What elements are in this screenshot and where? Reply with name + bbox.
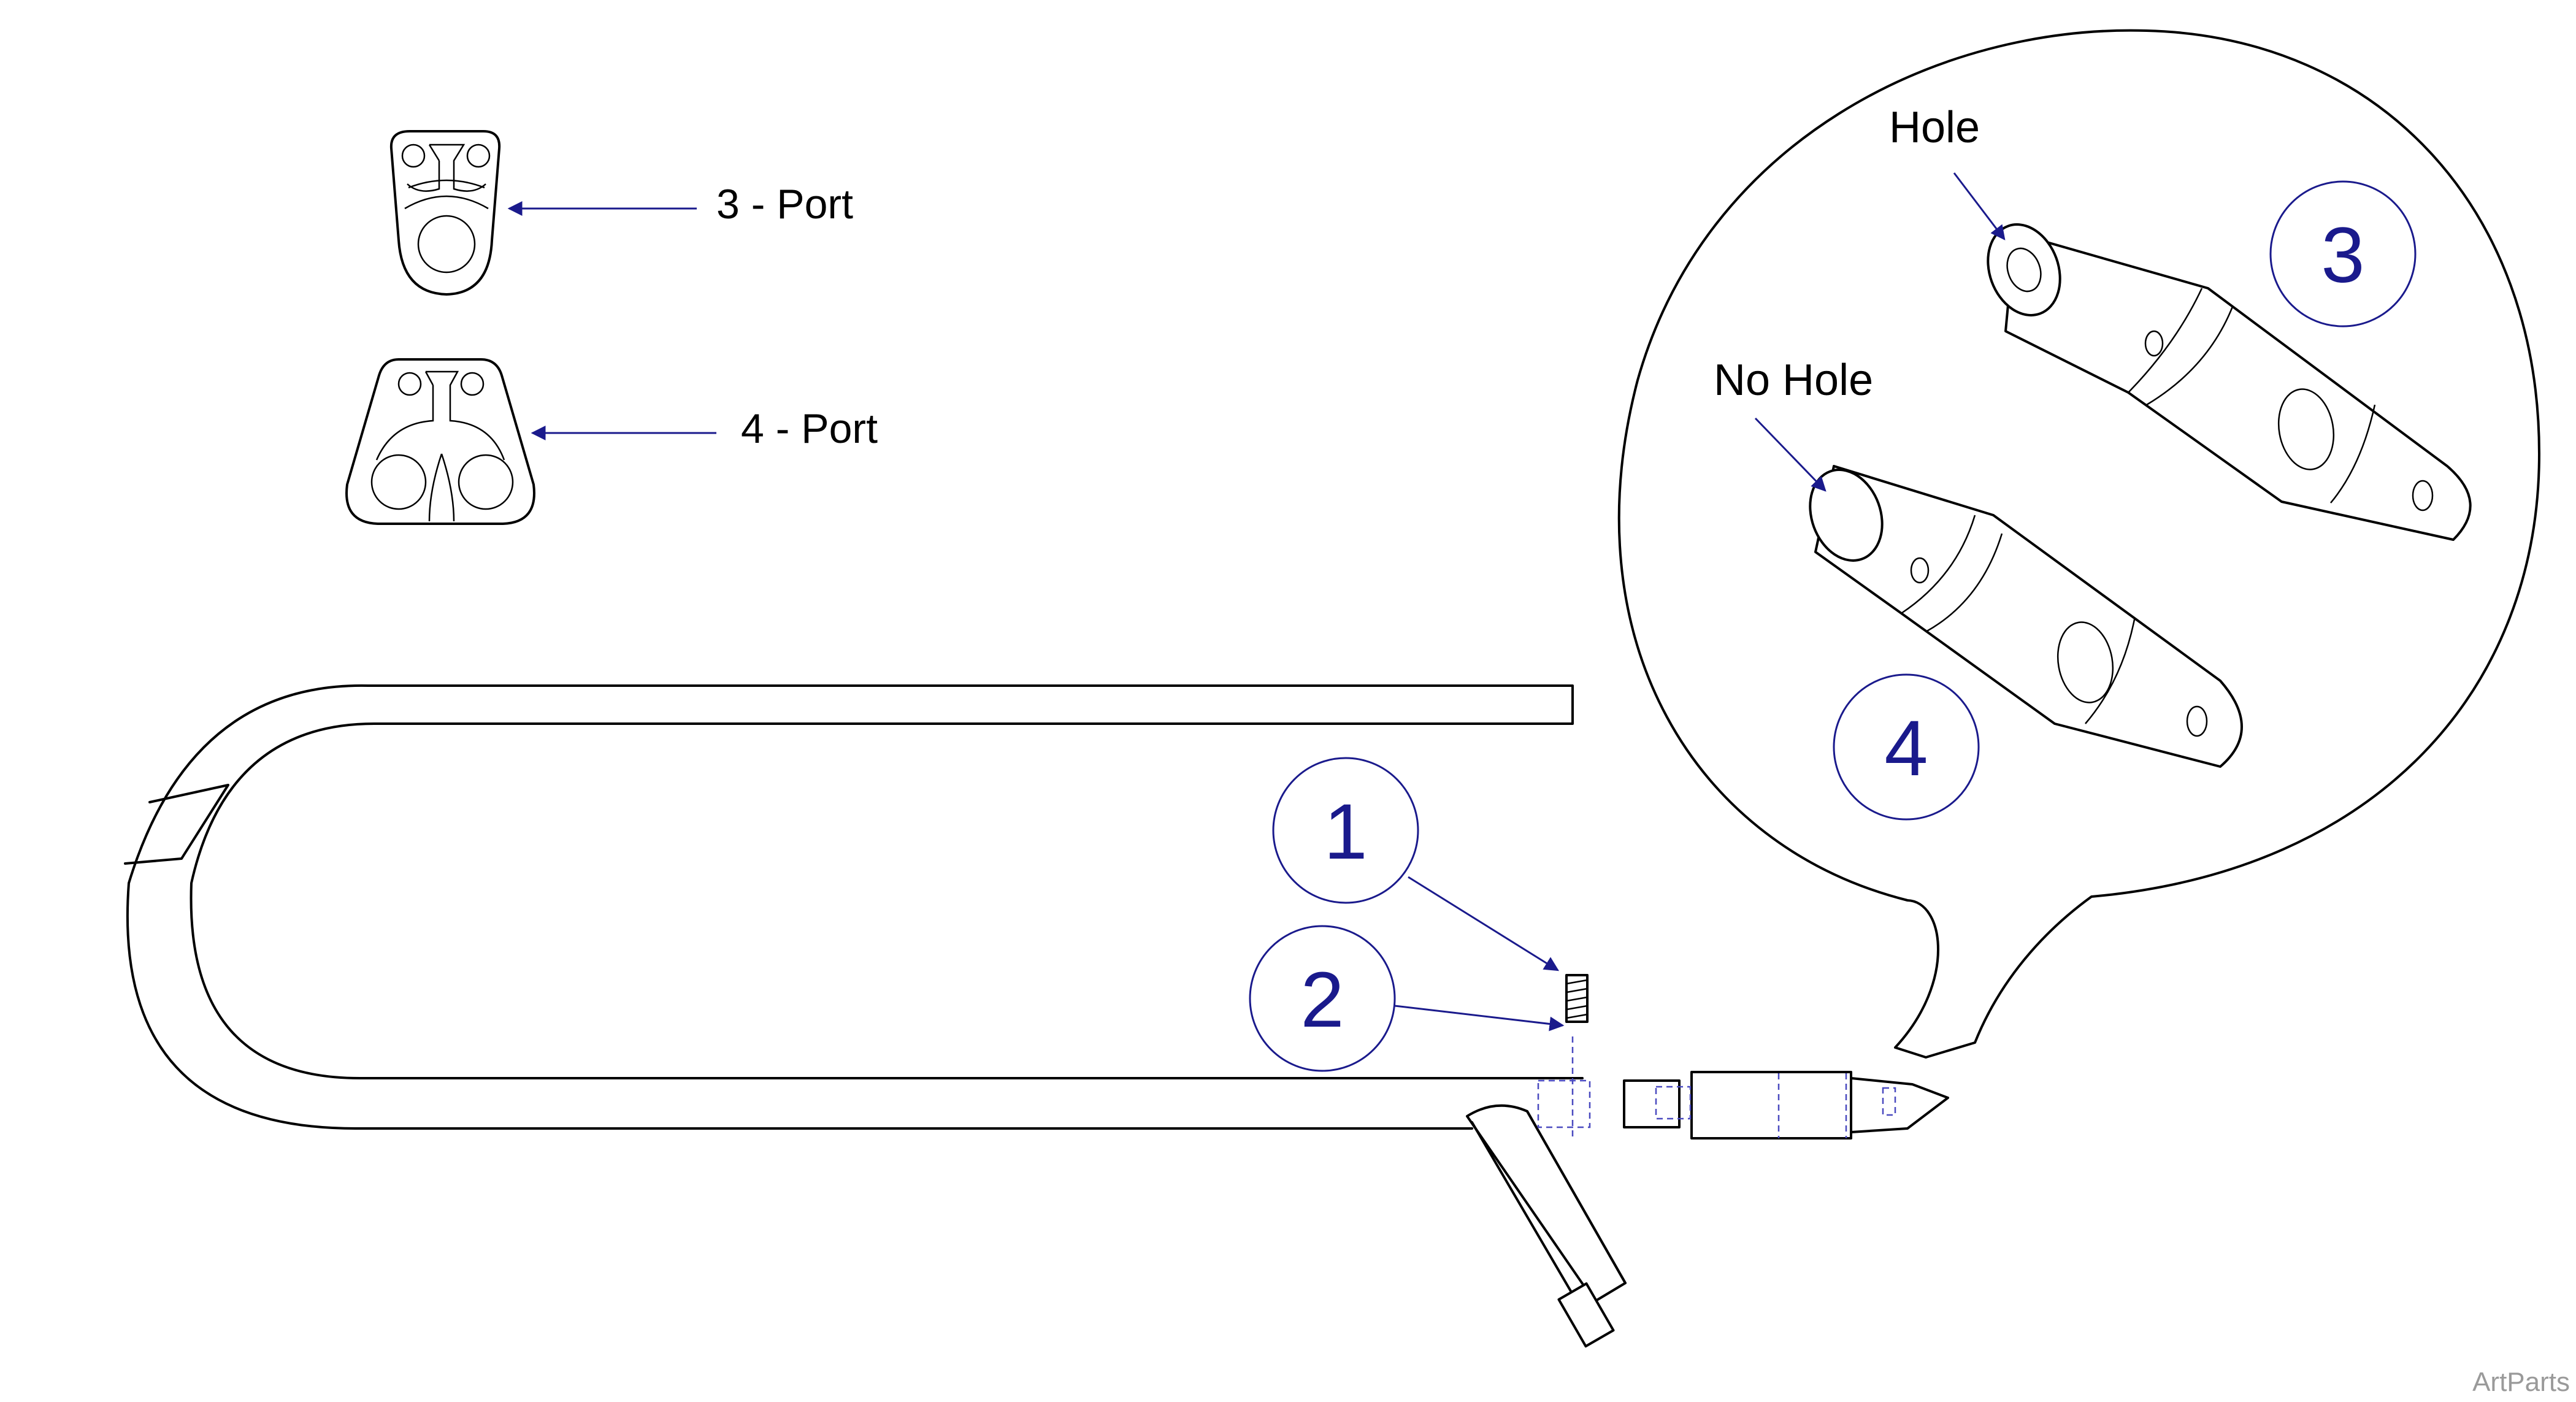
hole-arrow: [1953, 172, 2006, 240]
detail-bubble: [1617, 29, 2540, 1059]
hole-label: Hole: [1889, 103, 1980, 152]
no-hole-label: No Hole: [1714, 356, 1873, 405]
callout-4-number: 4: [1884, 705, 1928, 792]
callout-2-leader: [1394, 1005, 1565, 1032]
four-port-plate: [345, 358, 535, 525]
callout-1: 1: [1272, 757, 1419, 904]
callout-4: 4: [1833, 673, 1980, 821]
callout-2: 2: [1249, 925, 1396, 1072]
hose-assembly: [124, 684, 1627, 1348]
callout-3: 3: [2269, 180, 2417, 328]
three-port-plate: [389, 130, 501, 296]
hose-connector: [1537, 1036, 1681, 1141]
callout-1-leader: [1408, 876, 1560, 971]
set-screw: [1565, 974, 1589, 1023]
tip-without-hole: [1809, 465, 2243, 768]
callout-3-number: 3: [2321, 212, 2364, 299]
four-port-label: 4 - Port: [741, 405, 878, 452]
callout-2-number: 2: [1300, 956, 1344, 1044]
callout-1-number: 1: [1324, 788, 1367, 876]
watermark: ArtParts: [2472, 1367, 2570, 1397]
no-hole-arrow: [1754, 417, 1827, 492]
tip-with-hole: [1987, 223, 2472, 541]
three-port-label: 3 - Port: [716, 181, 853, 228]
tip-assembly: [1655, 1071, 1949, 1140]
